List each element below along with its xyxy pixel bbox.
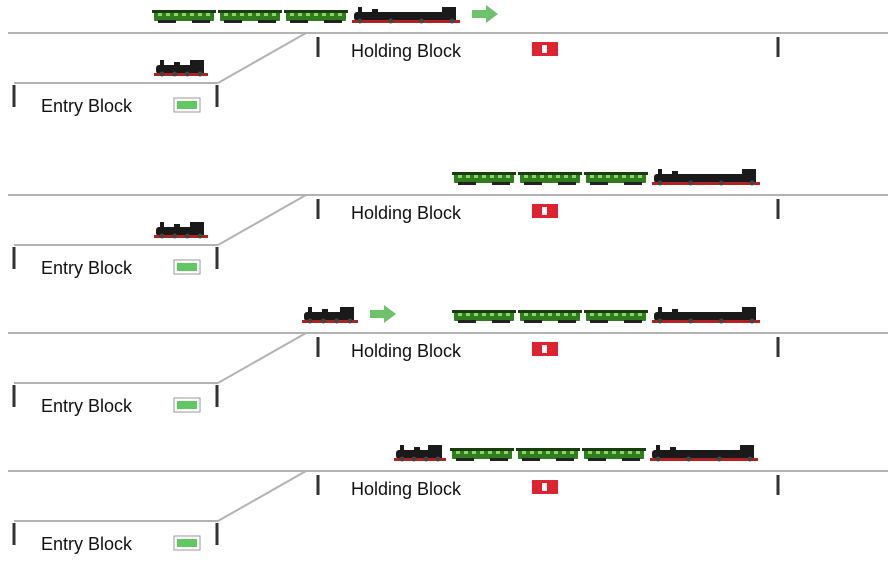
green-signal-icon: [173, 397, 201, 413]
passenger-car-icon: [152, 10, 216, 23]
passenger-car-icon: [452, 310, 516, 323]
passenger-car-icon: [452, 172, 516, 185]
turnout-track: [217, 194, 307, 246]
holding-block-label: Holding Block: [351, 479, 462, 499]
steam-locomotive-icon: [394, 445, 446, 462]
step-panel-2: [8, 169, 888, 275]
step-panel-1: [8, 5, 888, 113]
passenger-car-icon: [450, 448, 514, 461]
steam-locomotive-icon: [650, 445, 758, 462]
red-signal-icon: [532, 42, 558, 56]
steam-locomotive-icon: [652, 169, 760, 186]
green-signal-icon: [173, 97, 201, 113]
direction-arrow-icon: [370, 305, 396, 323]
holding-block-label: Holding Block: [351, 203, 462, 223]
passenger-car-icon: [582, 448, 646, 461]
red-signal-icon: [532, 480, 558, 494]
direction-arrow-icon: [472, 5, 498, 23]
passenger-car-icon: [518, 310, 582, 323]
entry-block-label: Entry Block: [41, 396, 133, 416]
steam-locomotive-icon: [154, 222, 208, 239]
turnout-track: [217, 332, 307, 384]
entry-block-label: Entry Block: [41, 534, 133, 554]
turnout-track: [217, 470, 307, 522]
passenger-car-icon: [584, 310, 648, 323]
holding-block-label: Holding Block: [351, 341, 462, 361]
entry-block-label: Entry Block: [41, 258, 133, 278]
red-signal-icon: [532, 204, 558, 218]
green-signal-icon: [173, 535, 201, 551]
green-signal-icon: [173, 259, 201, 275]
turnout-track: [217, 32, 307, 84]
entry-block-label: Entry Block: [41, 96, 133, 116]
steam-locomotive-icon: [352, 7, 460, 24]
step-panel-4: [8, 445, 888, 551]
passenger-car-icon: [284, 10, 348, 23]
steam-locomotive-icon: [652, 307, 760, 324]
holding-block-label: Holding Block: [351, 41, 462, 61]
steam-locomotive-icon: [302, 307, 358, 324]
passenger-car-icon: [218, 10, 282, 23]
passenger-car-icon: [516, 448, 580, 461]
passenger-car-icon: [518, 172, 582, 185]
passenger-car-icon: [584, 172, 648, 185]
step-panel-3: [8, 305, 888, 413]
red-signal-icon: [532, 342, 558, 356]
steam-locomotive-icon: [154, 60, 208, 77]
